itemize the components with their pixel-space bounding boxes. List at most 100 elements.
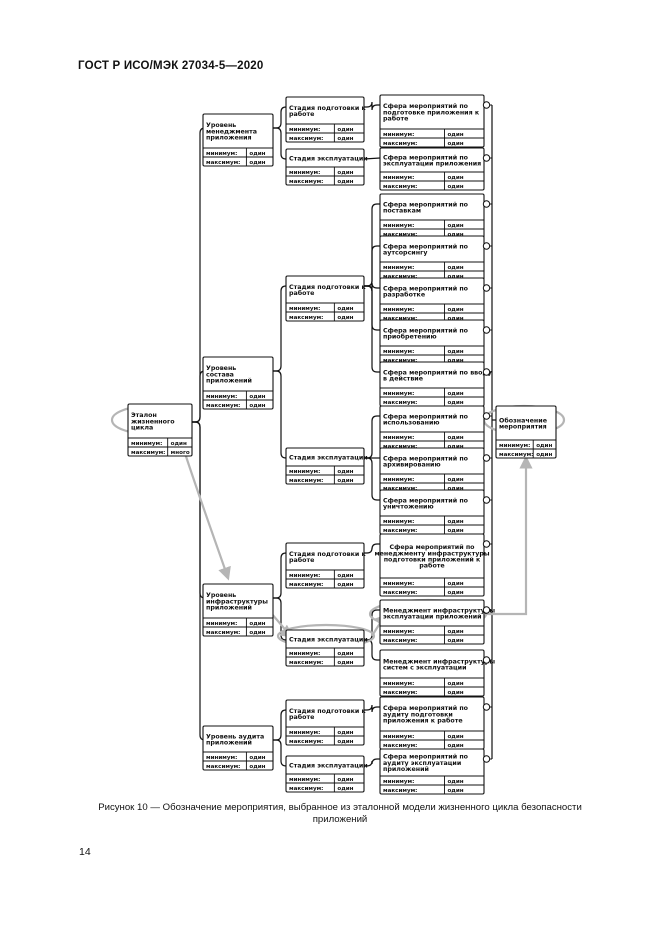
- max-value: один: [249, 160, 265, 166]
- connector: [364, 101, 380, 111]
- min-value: один: [447, 307, 463, 313]
- min-label: минимум:: [383, 349, 414, 355]
- max-value: один: [447, 486, 463, 492]
- page-number: 14: [79, 846, 91, 858]
- sphere-node-title-line: Сфера мероприятий по: [383, 412, 469, 420]
- connector: [273, 370, 287, 459]
- max-label: максимум:: [206, 764, 240, 770]
- stage-node: Стадия подготовки кработеминимум:одинмак…: [285, 96, 366, 143]
- stage-node-title-line: работе: [289, 289, 314, 297]
- stage-node-frame: [285, 96, 365, 143]
- min-value: один: [447, 132, 463, 138]
- max-value: один: [447, 690, 463, 696]
- max-label: максимум:: [383, 400, 417, 406]
- max-label: максимум:: [289, 136, 323, 142]
- min-label: минимум:: [289, 170, 320, 176]
- connector-icon: [482, 412, 491, 420]
- max-value: один: [447, 788, 463, 794]
- sphere-node-title-line: уничтожению: [383, 504, 434, 511]
- min-label: минимум:: [289, 573, 320, 579]
- min-label: минимум:: [383, 132, 414, 138]
- level-node-title-line: приложений: [206, 604, 252, 612]
- min-value: один: [447, 391, 463, 397]
- sphere-node-title-line: Сфера мероприятий по: [383, 200, 469, 208]
- max-value: много: [171, 450, 190, 456]
- max-value: один: [447, 274, 463, 280]
- connector-icon: [482, 540, 491, 548]
- connector: [364, 704, 380, 713]
- designation-node-frame: [495, 405, 557, 459]
- min-label: минимум:: [383, 435, 414, 441]
- sphere-node-title-line: разработке: [383, 291, 425, 299]
- connector: [273, 127, 287, 160]
- sphere-node-title-line: приобретению: [383, 333, 437, 341]
- sphere-node: Сфера мероприятий попоставкамминимум:оди…: [379, 193, 491, 239]
- min-label: минимум:: [289, 777, 320, 783]
- stage-node-title-line: Стадия подготовки к: [289, 551, 366, 558]
- connector: [192, 421, 206, 599]
- sphere-node-title-line: менеджменту инфраструктуры: [374, 549, 489, 557]
- min-label: минимум:: [289, 651, 320, 657]
- connector: [273, 106, 287, 129]
- min-value: один: [447, 581, 463, 587]
- max-label: максимум:: [289, 179, 323, 185]
- min-label: минимум:: [383, 681, 414, 687]
- min-label: минимум:: [383, 779, 414, 785]
- max-label: максимум:: [383, 141, 417, 147]
- min-value: один: [337, 306, 353, 312]
- min-value: один: [337, 469, 353, 475]
- min-value: один: [249, 621, 265, 627]
- min-label: минимум:: [383, 223, 414, 229]
- max-label: максимум:: [499, 452, 533, 458]
- max-value: один: [337, 136, 353, 142]
- max-value: один: [447, 638, 463, 644]
- connector: [364, 285, 380, 373]
- sphere-node-title-line: работе: [419, 562, 444, 570]
- sphere-node-title-line: в действие: [383, 375, 423, 383]
- connector: [364, 758, 380, 767]
- sphere-node-frame: [379, 748, 485, 795]
- min-value: один: [447, 175, 463, 181]
- max-value: один: [447, 358, 463, 364]
- stage-node-title-line: Стадия эксплуатации: [289, 155, 368, 162]
- min-value: один: [249, 755, 265, 761]
- max-value: один: [337, 786, 353, 792]
- stage-node: Стадия эксплуатацииминимум:одинмаксимум:…: [285, 629, 368, 667]
- level-node-title-line: инфраструктуры: [206, 597, 268, 605]
- sphere-node-title-line: Сфера мероприятий по: [383, 242, 469, 250]
- max-label: максимум:: [289, 786, 323, 792]
- sphere-node-title-line: Сфера мероприятий по: [383, 753, 469, 761]
- connector: [273, 739, 287, 767]
- min-value: один: [447, 629, 463, 635]
- max-value: один: [447, 743, 463, 749]
- connector: [364, 543, 380, 554]
- sphere-node-title-line: Сфера мероприятий по: [383, 284, 469, 292]
- designation-node-title-line: Обозначение: [499, 416, 547, 424]
- min-label: минимум:: [206, 755, 237, 761]
- max-label: максимум:: [289, 478, 323, 484]
- figure-caption: Рисунок 10 — Обозначение мероприятия, вы…: [98, 802, 582, 825]
- min-label: минимум:: [383, 307, 414, 313]
- connector: [273, 285, 287, 372]
- stage-node: Стадия эксплуатацииминимум:одинмаксимум:…: [285, 447, 368, 485]
- level-node-title-line: Уровень: [206, 592, 236, 599]
- max-value: один: [249, 403, 265, 409]
- stage-node-title-line: работе: [289, 556, 314, 564]
- stage-node-title-line: работе: [289, 110, 314, 118]
- max-label: максимум:: [131, 450, 165, 456]
- root-node-title-line: Эталон: [131, 412, 157, 419]
- max-label: максимум:: [383, 486, 417, 492]
- level-node-title-line: менеджмента: [206, 128, 257, 135]
- sphere-node-title-line: Сфера мероприятий по: [383, 326, 469, 334]
- stage-node: Стадия подготовки кработеминимум:одинмак…: [285, 542, 366, 589]
- min-label: минимум:: [383, 175, 414, 181]
- tree-nodes: Эталонжизненногоцикламинимум:одинмаксиму…: [127, 94, 557, 795]
- stage-node-frame: [285, 275, 365, 322]
- max-label: максимум:: [383, 638, 417, 644]
- min-value: один: [447, 681, 463, 687]
- max-label: максимум:: [289, 660, 323, 666]
